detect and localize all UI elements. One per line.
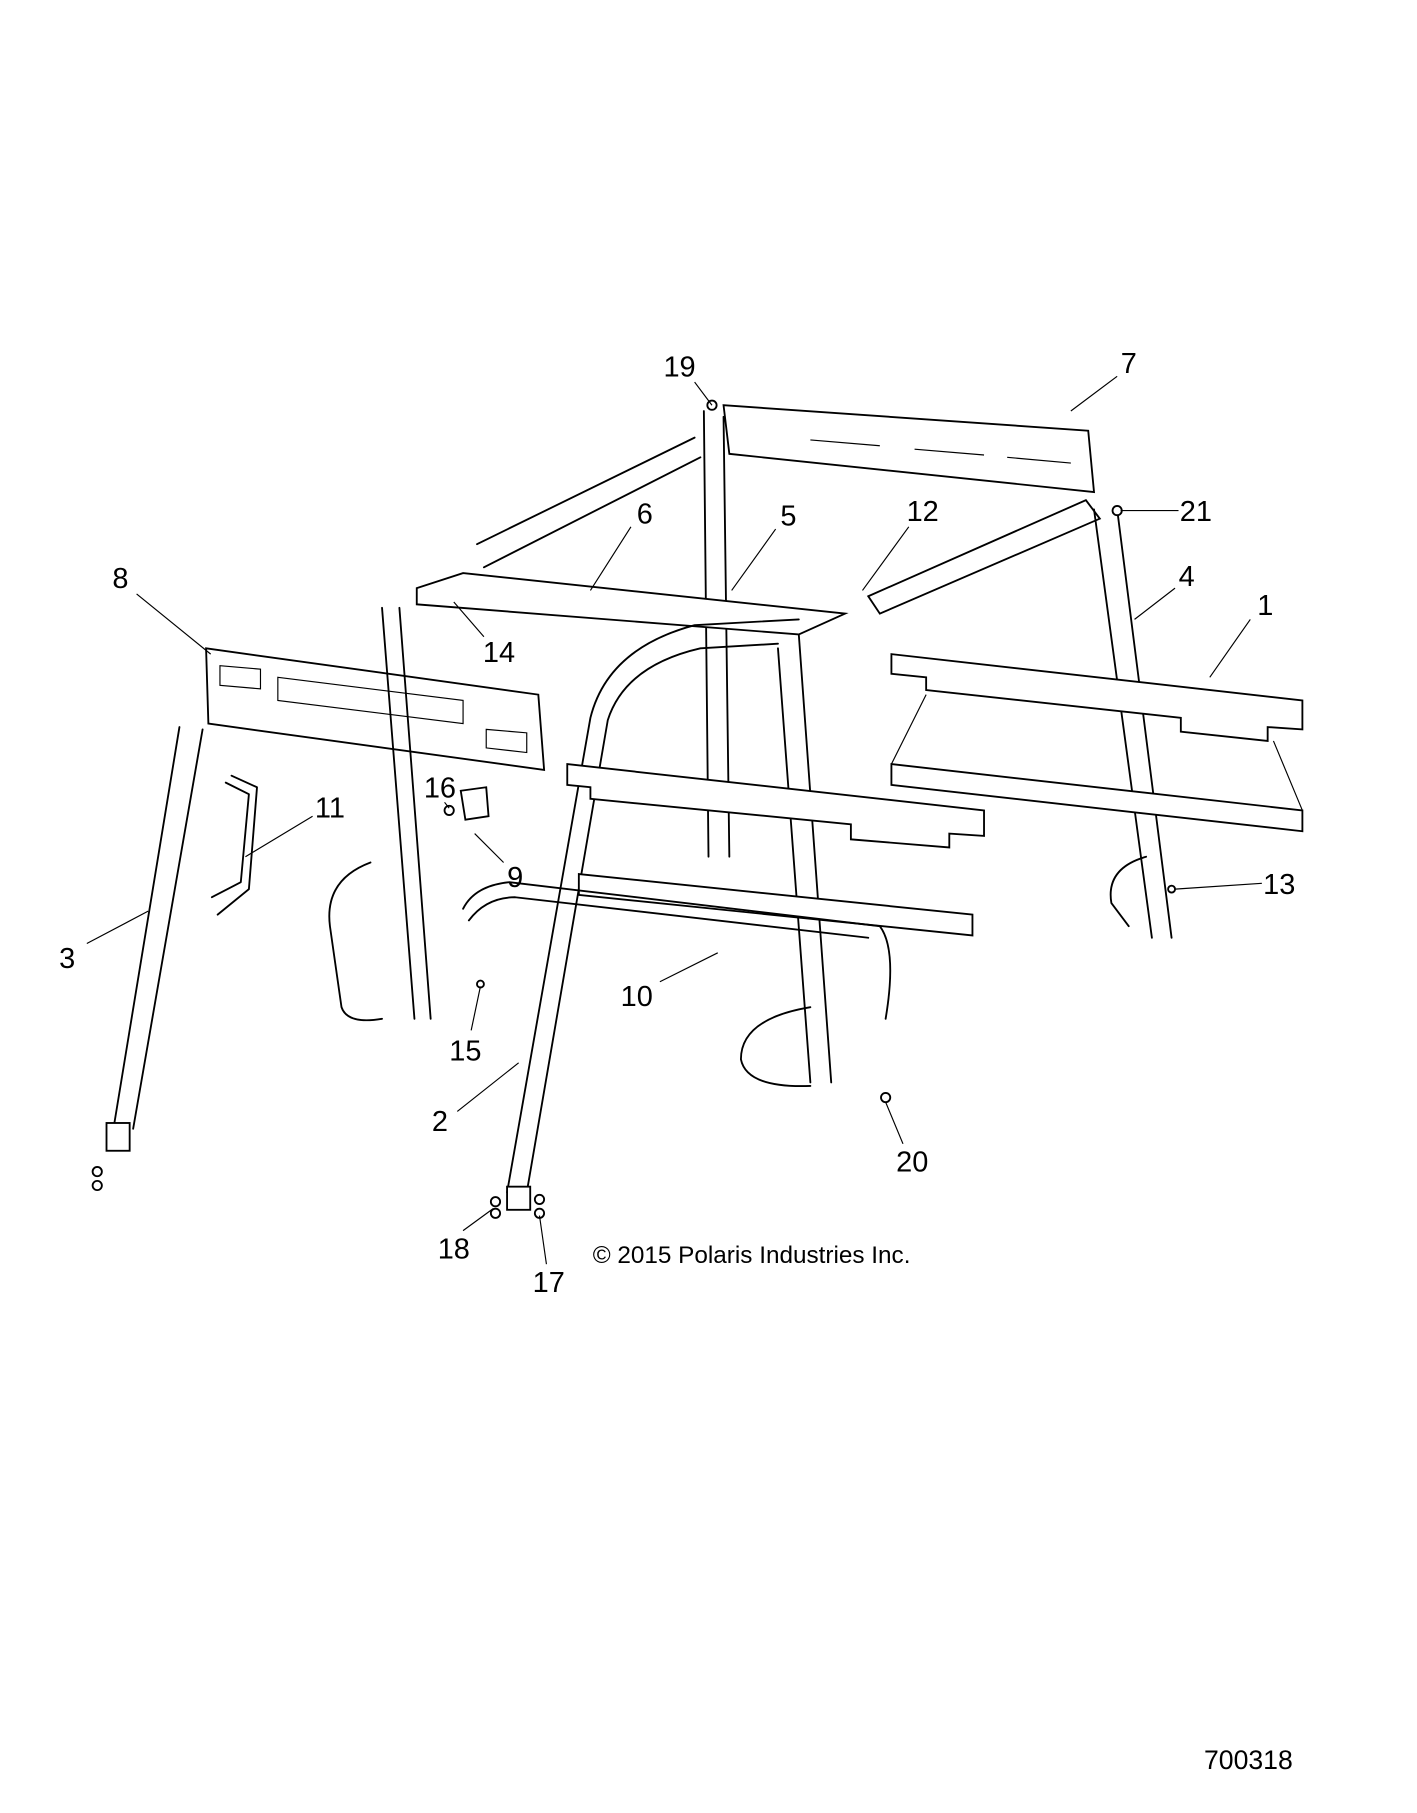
callout-20: 20	[896, 1147, 928, 1179]
part-3-front-pillar	[105, 606, 432, 1152]
part-1-side-rail	[890, 653, 1304, 833]
callout-10: 10	[621, 981, 653, 1013]
callout-6: 6	[637, 498, 653, 530]
part-11-handle	[210, 774, 258, 916]
part-10-grab-bar	[462, 881, 892, 1020]
callout-16: 16	[424, 773, 456, 805]
callout-7: 7	[1121, 348, 1137, 380]
part-7-rear-brace	[722, 404, 1096, 494]
callout-12: 12	[907, 496, 939, 528]
callout-14: 14	[483, 637, 515, 669]
callout-9: 9	[507, 862, 523, 894]
part-9-bracket	[459, 786, 490, 821]
part-1-middle-rail	[566, 763, 985, 937]
cab-frame-drawing	[91, 399, 1304, 1219]
callout-3: 3	[59, 943, 75, 975]
part-4-side-frame	[1093, 508, 1173, 939]
part-2-front-roll-bar	[506, 618, 833, 1211]
callout-8: 8	[112, 563, 128, 595]
callout-19: 19	[663, 351, 695, 383]
callout-18: 18	[438, 1233, 470, 1265]
callout-5: 5	[780, 501, 796, 533]
callout-1: 1	[1257, 590, 1273, 622]
part-8-front-panel	[205, 647, 546, 771]
copyright-notice: © 2015 Polaris Industries Inc.	[593, 1242, 911, 1269]
callout-4: 4	[1179, 561, 1195, 593]
part-6-cross-bar	[415, 572, 849, 636]
figure-number: 700318	[1204, 1745, 1293, 1775]
callout-13: 13	[1263, 869, 1295, 901]
callout-leaders	[86, 375, 1262, 1265]
part-12-tube	[866, 499, 1102, 615]
callout-11: 11	[315, 792, 345, 824]
callout-labels: 1 2 3 4 5 6 7 8 9 10 11 12 13 14 15 16 1…	[59, 348, 1295, 1299]
callout-21: 21	[1180, 496, 1212, 528]
callout-2: 2	[432, 1106, 448, 1138]
grab-handle	[328, 861, 812, 1088]
callout-17: 17	[533, 1267, 565, 1299]
callout-15: 15	[449, 1035, 481, 1067]
